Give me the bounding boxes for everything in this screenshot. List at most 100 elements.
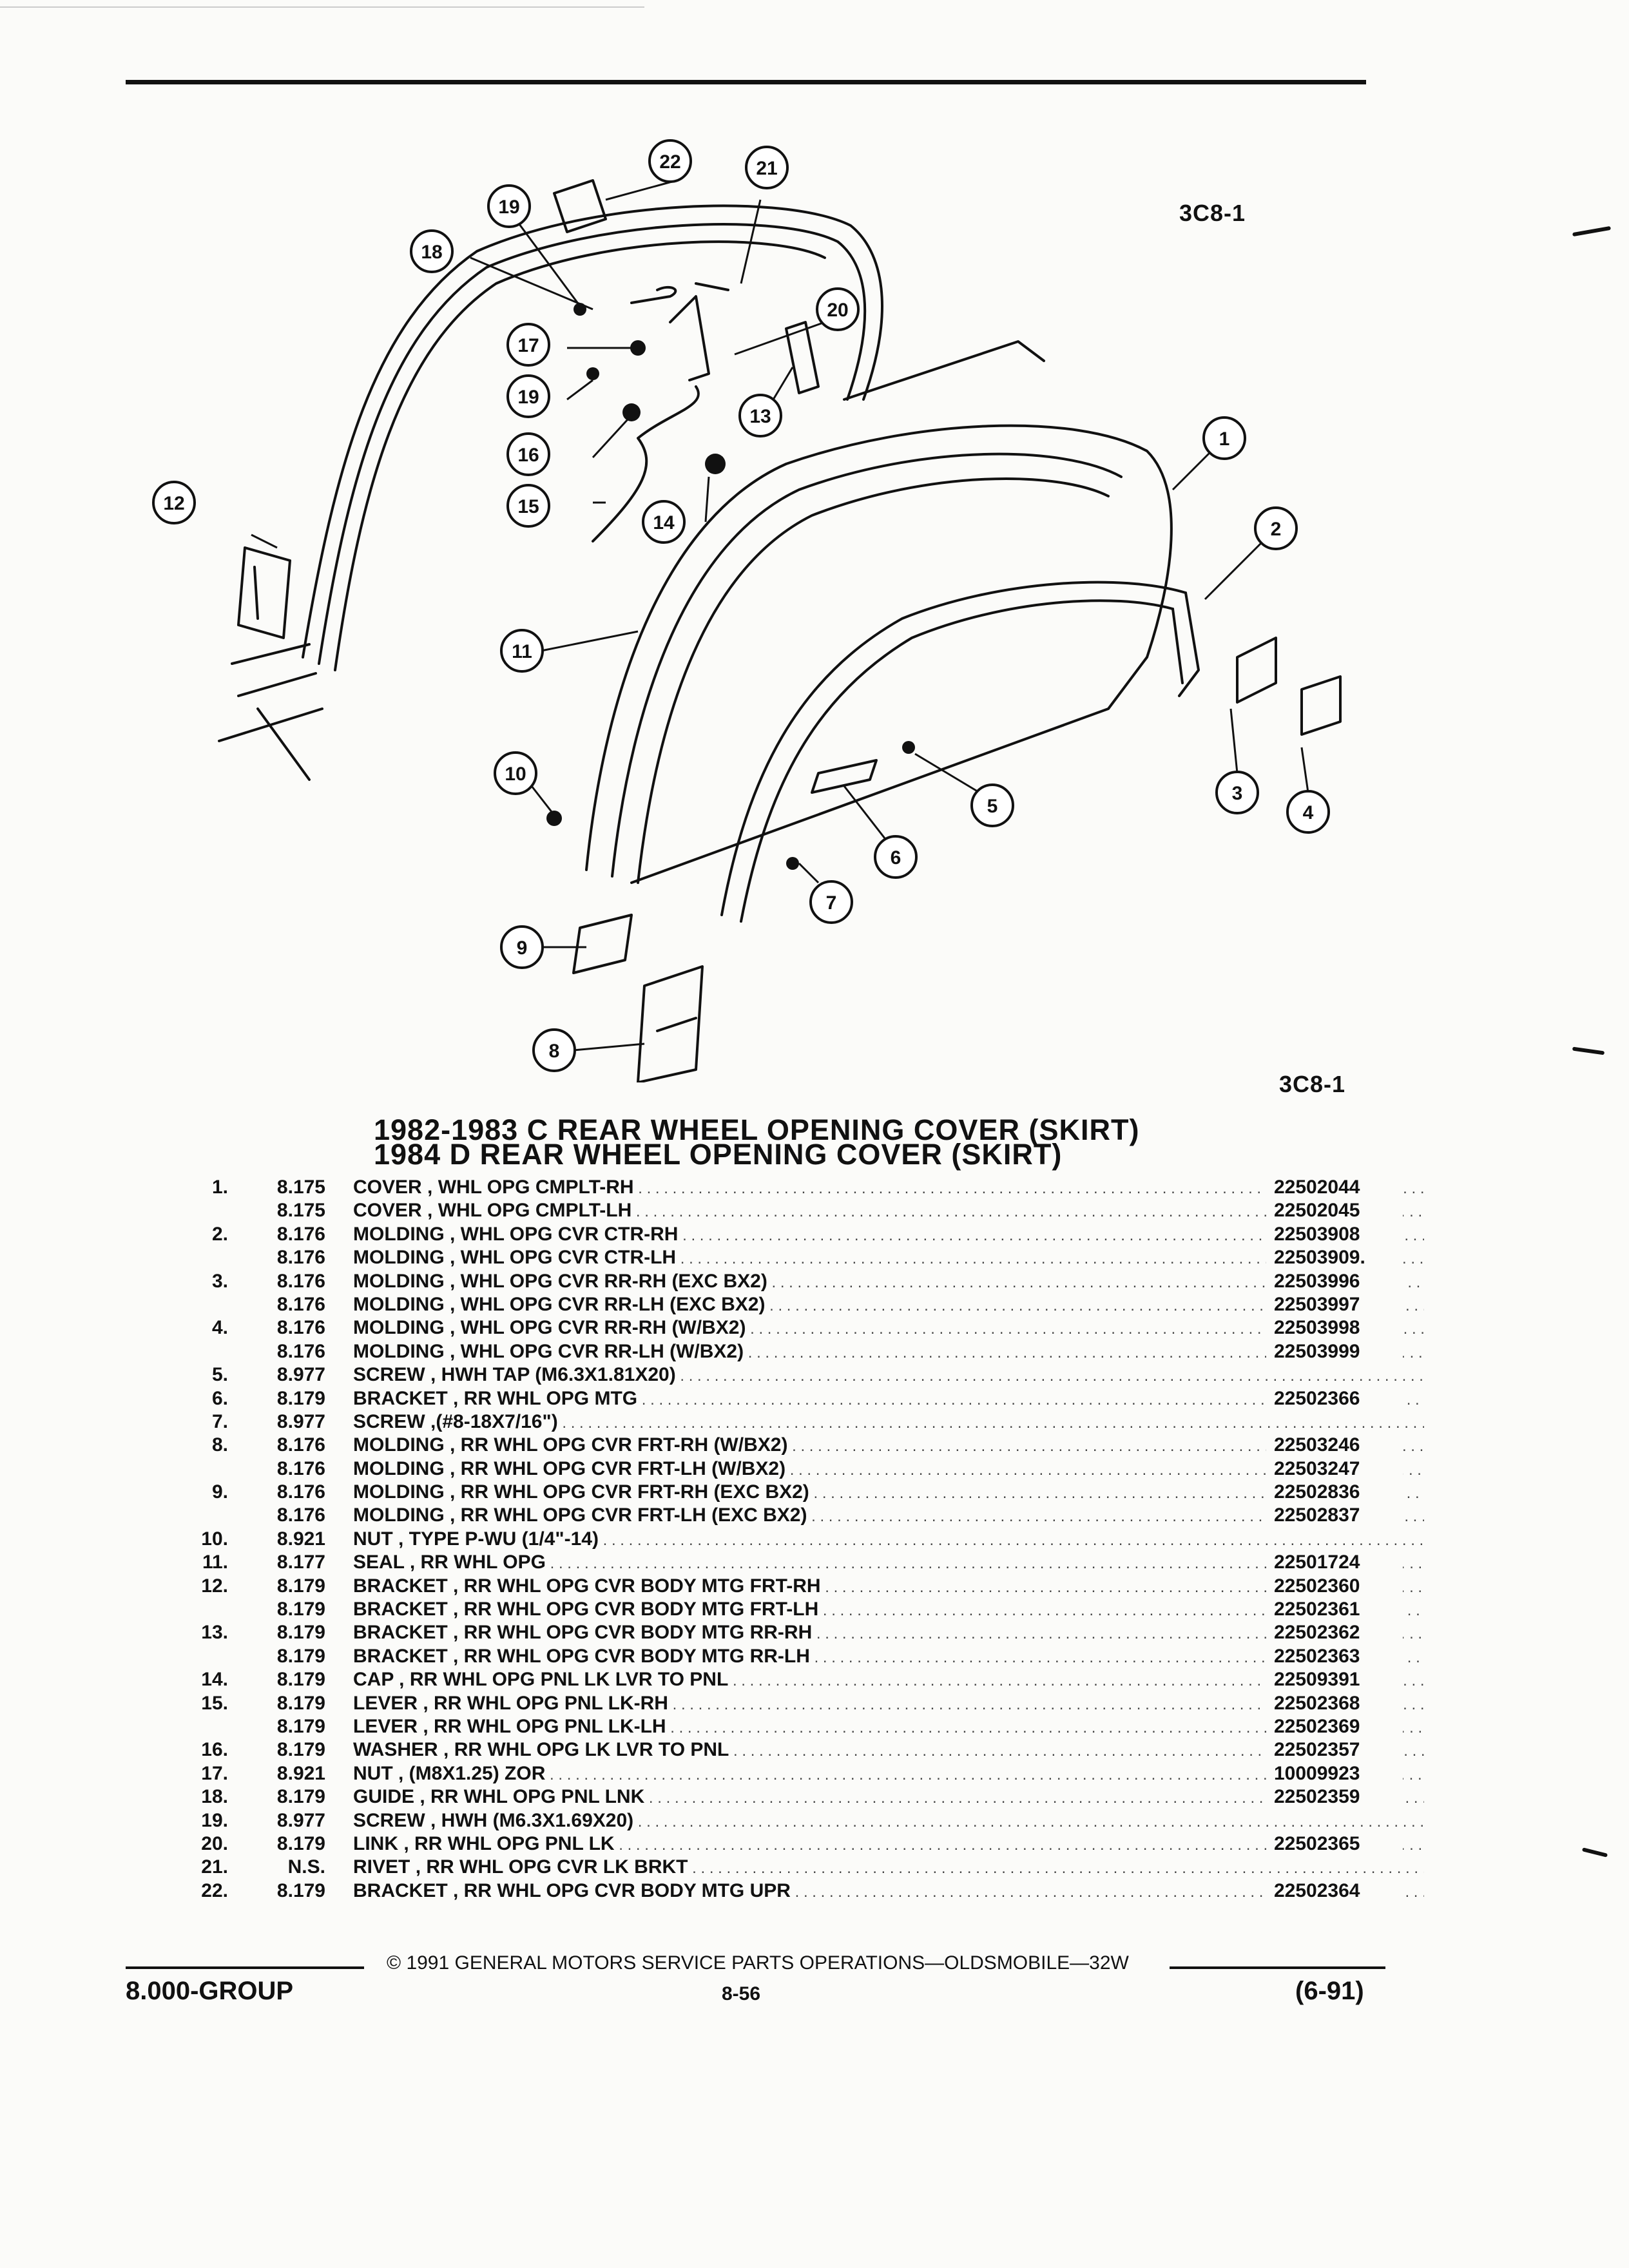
svg-text:4: 4 [1303,802,1314,823]
part-name: BRACKET [353,1879,448,1901]
part-name: MOLDING [353,1317,445,1339]
item-number: 18. [201,1786,228,1808]
part-name: MOLDING [353,1481,445,1503]
part-number: 22502364 [1266,1879,1403,1903]
callout-9: 9 [500,925,544,969]
part-number: 22502368 [1266,1691,1403,1715]
part-description: MOLDING , WHL OPG CVR RR-LH (W/BX2) [353,1340,1424,1363]
svg-text:16: 16 [517,445,539,466]
part-description: BRACKET , RR WHL OPG CVR BODY MTG RR-LH [353,1645,1424,1668]
rivet-21 [695,282,729,291]
item-number: 22. [201,1879,228,1901]
svg-text:10: 10 [505,764,526,785]
group-number: 8.176 [276,1247,325,1269]
svg-text:19: 19 [498,197,519,218]
footer-date: (6-91) [1295,1977,1364,2005]
skirt-center-molding-inner [740,599,1174,923]
callout-2: 2 [1254,506,1298,550]
part-name: LEVER [353,1692,418,1714]
part-name: MOLDING [353,1293,445,1315]
group-number: 8.176 [276,1481,325,1503]
callout-15: 15 [506,484,550,528]
bracket-6 [811,759,878,794]
group-number: 8.176 [276,1434,325,1456]
part-detail: , RR WHL OPG CVR FRT-RH (EXC BX2) [450,1481,1424,1503]
group-number: N.S. [287,1856,325,1878]
part-description: SEAL , RR WHL OPG [353,1551,1424,1574]
part-name: MOLDING [353,1223,445,1245]
svg-text:3: 3 [1232,783,1243,804]
group-number: 8.177 [276,1552,325,1573]
part-description: NUT , (M8X1.25) ZOR [353,1762,1424,1785]
part-number: 22502359 [1266,1785,1403,1809]
part-name: MOLDING [353,1504,445,1526]
part-description: WASHER , RR WHL OPG LK LVR TO PNL [353,1738,1424,1762]
part-number: 22503997 [1266,1293,1403,1316]
callout-5: 5 [970,783,1014,827]
svg-text:15: 15 [517,496,539,517]
margin-mark [1581,1847,1608,1858]
part-number: 22502045 [1266,1199,1403,1223]
part-detail: , RR WHL OPG CVR BODY MTG UPR [453,1880,1424,1901]
part-number: 22502837 [1266,1504,1403,1528]
svg-text:19: 19 [517,387,539,408]
part-detail: , WHL OPG CVR CTR-RH [450,1224,1424,1245]
part-name: LEVER [353,1715,418,1737]
part-name: SCREW [353,1364,425,1386]
skirt-cover-outer [585,424,1173,871]
group-number: 8.176 [276,1270,325,1292]
group-number: 8.179 [276,1645,325,1667]
item-number: 3. [211,1270,228,1292]
part-detail: , RR WHL OPG CVR FRT-LH (W/BX2) [450,1458,1424,1479]
molding-rear-bracket [1171,591,1200,697]
part-number: 22503909. [1266,1246,1403,1270]
svg-text:13: 13 [749,406,771,427]
part-description: MOLDING , WHL OPG CVR RR-LH (EXC BX2) [353,1293,1424,1316]
part-number: 22502361 [1266,1598,1403,1622]
part-detail: , WHL OPG CVR CTR-LH [450,1247,1424,1268]
part-description: NUT , TYPE P-WU (1/4"-14) [353,1528,1424,1551]
part-name: BRACKET [353,1387,448,1409]
svg-text:2: 2 [1271,519,1282,540]
part-detail: , RR WHL OPG CVR BODY MTG FRT-RH [453,1575,1424,1597]
part-number: 22503246 [1266,1434,1403,1457]
group-number: 8.176 [276,1317,325,1339]
washer-16 [622,403,641,421]
item-number: 10. [201,1528,228,1550]
part-description: MOLDING , RR WHL OPG CVR FRT-LH (EXC BX2… [353,1504,1424,1527]
part-name: LINK [353,1832,398,1854]
lever-15 [592,385,700,543]
svg-text:18: 18 [421,242,442,263]
part-number: 22509391 [1266,1668,1403,1692]
item-number: 19. [201,1809,228,1831]
part-detail: , WHL OPG CVR RR-RH (W/BX2) [450,1317,1424,1338]
svg-text:14: 14 [653,512,675,533]
part-number: 22502357 [1266,1738,1403,1762]
parts-row: 8.179 BRACKET , RR WHL OPG CVR BODY MTG R… [180,1644,1424,1668]
part-detail: , RR WHL OPG MTG [453,1388,1424,1409]
group-number: 8.176 [276,1457,325,1479]
header-rule [126,80,1366,84]
item-number: 14. [201,1669,228,1691]
callout-6: 6 [874,835,918,879]
group-number: 8.179 [276,1387,325,1409]
footer-rule-left [126,1966,364,1969]
part-detail: , RR WHL OPG CVR LK BRKT [416,1856,1424,1878]
scan-edge-line [0,6,644,8]
part-name: GUIDE [353,1786,415,1808]
rear-molding-piece [1236,637,1277,704]
part-description: BRACKET , RR WHL OPG CVR BODY MTG FRT-RH [353,1575,1424,1598]
